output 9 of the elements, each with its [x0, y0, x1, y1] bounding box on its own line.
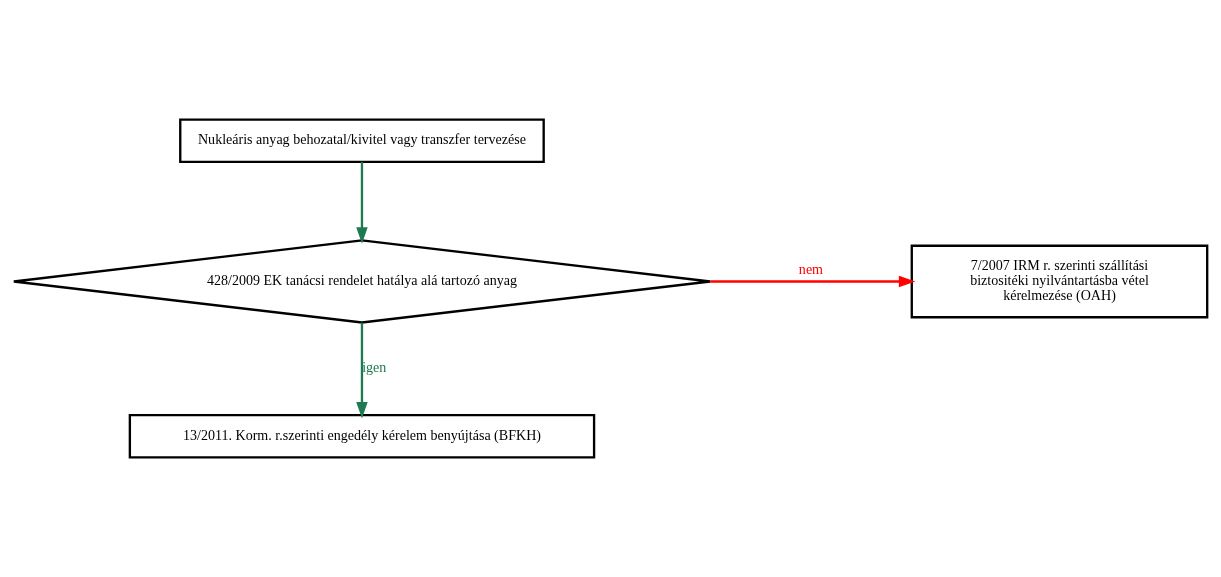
node-box: Nukleáris anyag behozatal/kivitel vagy transzfer tervezése — [179, 118, 545, 164]
arrow — [356, 162, 368, 244]
node-box: 13/2011. Korm. r.szerinti engedély kérelem benyújtása (BFKH) — [128, 413, 596, 459]
edge-label: igen — [362, 359, 387, 376]
arrow — [710, 275, 916, 288]
edge-label: nem — [798, 260, 824, 277]
node-box: 7/2007 IRM r. szerinti szállítási biztositéki nyilvántartásba vétel kérelmezése (OAH) — [910, 244, 1209, 319]
arrow — [356, 322, 368, 419]
node-diamond: 428/2009 EK tanácsi rendelet hatálya alá tartozó anyag — [12, 239, 712, 324]
